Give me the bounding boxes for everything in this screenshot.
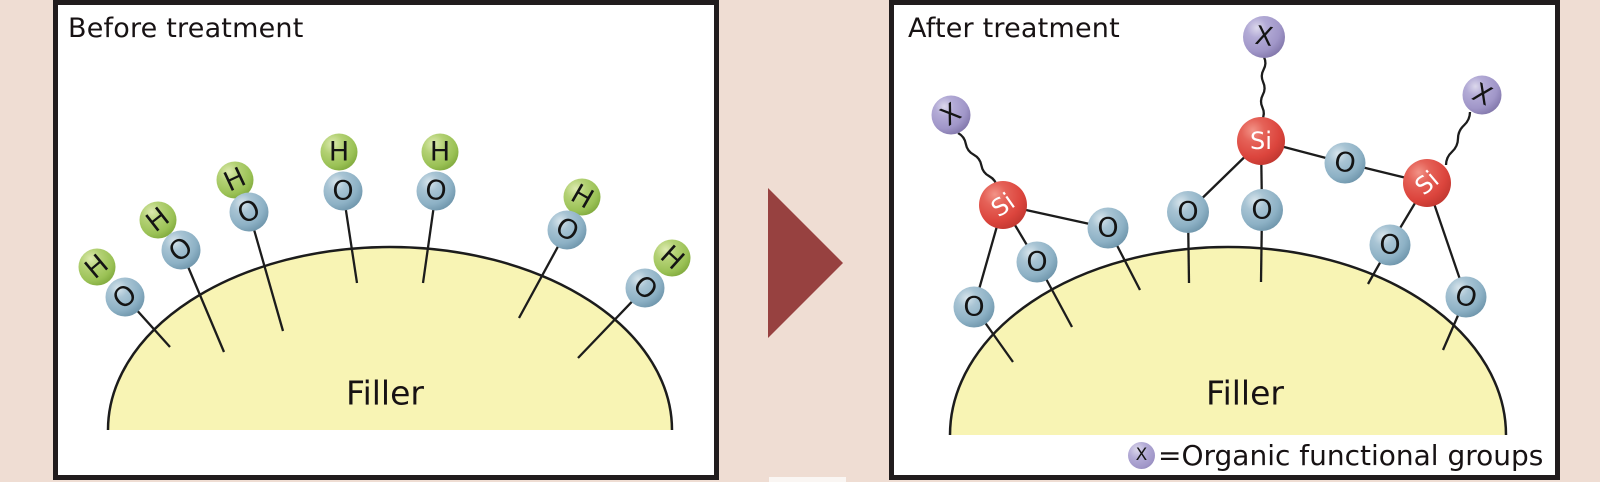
atom-o-circle (1167, 191, 1209, 233)
legend: X =Organic functional groups (1128, 439, 1543, 472)
atom-o-circle (161, 230, 201, 270)
atom-o-circle (1324, 142, 1366, 184)
atom-o-circle (323, 171, 363, 211)
atom-o-label: O (1332, 146, 1358, 180)
atom-si-circle (979, 181, 1027, 229)
atom-o-label: O (424, 175, 448, 208)
arrow-right-icon (768, 188, 843, 338)
atom-o-circle (1016, 241, 1058, 283)
atom-x-label: X (1253, 21, 1275, 53)
filler-dome (948, 245, 1508, 436)
atom-h-circle (320, 133, 358, 171)
wavy-bond-line (957, 131, 999, 188)
filler-label-before: Filler (346, 373, 424, 413)
atom-o-label: O (1097, 213, 1118, 244)
atom-o-circle (547, 210, 587, 250)
bond-line (247, 211, 285, 332)
atom-h-circle (653, 239, 691, 277)
atom-o-circle (105, 277, 145, 317)
atom-o-label: O (1251, 195, 1272, 226)
atom-x-circle (1243, 16, 1285, 58)
atom-o-circle (229, 192, 269, 232)
atom-o-label: O (1026, 247, 1047, 278)
atom-o-label: O (1177, 197, 1198, 228)
atom-h-circle (139, 201, 177, 239)
atom-h-circle (78, 248, 116, 286)
panel-title-after: After treatment (908, 13, 1120, 44)
wavy-bond-line (1444, 111, 1472, 166)
atom-o-circle (1445, 276, 1487, 318)
atom-o-circle (953, 286, 995, 328)
atom-h-circle (216, 161, 254, 199)
atom-o-label: O (963, 292, 984, 323)
atom-o-label: O (1379, 230, 1400, 261)
atom-h-circle (563, 178, 601, 216)
legend-text: =Organic functional groups (1158, 439, 1544, 472)
atom-si-circle (1237, 117, 1285, 165)
atom-o-circle (1087, 207, 1129, 249)
filler-label-after: Filler (1206, 373, 1284, 413)
atom-si-circle (1403, 159, 1451, 207)
filler-dome (106, 245, 674, 431)
atom-o-circle (625, 268, 665, 308)
wavy-bond-line (1259, 56, 1267, 121)
atom-o-circle (1369, 224, 1411, 266)
bottom-notch (769, 477, 846, 482)
atom-o-circle (416, 171, 456, 211)
atom-h-label: H (329, 137, 349, 168)
atom-x-circle (1462, 75, 1502, 115)
atom-x-circle (931, 95, 971, 135)
panel-title-before: Before treatment (68, 13, 304, 44)
legend-x-symbol: X (1128, 442, 1155, 469)
atom-h-circle (421, 133, 459, 171)
atom-si-label: Si (1250, 127, 1272, 155)
atom-o-label: O (332, 176, 353, 207)
atom-h-label: H (430, 137, 450, 168)
atom-o-circle (1241, 189, 1283, 231)
